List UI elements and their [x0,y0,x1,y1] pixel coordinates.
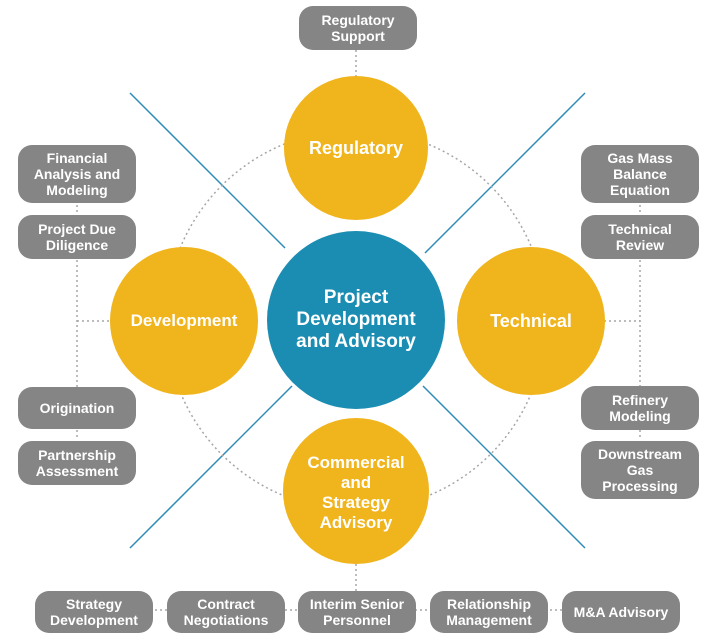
pill-origination[interactable]: Origination [18,387,136,429]
pill-strategy-development-line-2: Development [50,612,138,628]
pill-technical-review[interactable]: Technical Review [581,215,699,259]
pill-relationship-management[interactable]: Relationship Management [430,591,548,633]
pill-downstream-gas-line-1: Downstream [597,446,683,462]
pill-gas-mass-balance[interactable]: Gas Mass Balance Equation [581,145,699,203]
circle-commercial [283,418,429,564]
pill-gas-mass-balance-line-1: Gas Mass [607,150,673,166]
pill-gas-mass-balance-line-3: Equation [610,182,670,198]
pill-interim-senior-personnel[interactable]: Interim Senior Personnel [298,591,416,633]
pill-strategy-development[interactable]: Strategy Development [35,591,153,633]
pill-technical-review-line-1: Technical [608,221,672,237]
pill-refinery-modeling[interactable]: Refinery Modeling [581,386,699,430]
pill-project-due-diligence-line-2: Diligence [45,237,109,253]
circle-technical [457,247,605,395]
diagonal-line-bottom-right [422,385,586,549]
pill-strategy-development-line-1: Strategy [65,596,123,612]
pill-financial-analysis-line-1: Financial [46,150,108,166]
pill-relationship-management-line-2: Management [446,612,532,628]
pill-partnership-assessment[interactable]: Partnership Assessment [18,441,136,485]
pill-financial-analysis-line-2: Analysis and [33,166,121,182]
pill-origination-text: Origination [39,400,115,416]
pill-ma-advisory-text: M&A Advisory [573,604,669,620]
pill-project-due-diligence-line-1: Project Due [38,221,116,237]
pill-downstream-gas-line-2: Gas [626,462,654,478]
pill-partnership-assessment-line-1: Partnership [38,447,116,463]
diagonal-line-top-right [424,92,586,254]
pill-refinery-modeling-line-1: Refinery [611,392,669,408]
circle-development [110,247,258,395]
pill-partnership-assessment-line-2: Assessment [35,463,119,479]
pill-ma-advisory[interactable]: M&A Advisory [562,591,680,633]
pill-technical-review-line-2: Review [615,237,665,253]
pill-project-due-diligence[interactable]: Project Due Diligence [18,215,136,259]
pill-downstream-gas-line-3: Processing [602,478,678,494]
pill-contract-negotiations[interactable]: Contract Negotiations [167,591,285,633]
diagonal-line-top-left [129,92,286,249]
pill-interim-senior-personnel-line-1: Interim Senior [309,596,405,612]
pill-regulatory-support[interactable]: Regulatory Support [299,6,417,50]
pill-refinery-modeling-line-2: Modeling [609,408,671,424]
pill-interim-senior-personnel-line-2: Personnel [323,612,391,628]
circle-regulatory [284,76,428,220]
pill-financial-analysis[interactable]: Financial Analysis and Modeling [18,145,136,203]
pill-regulatory-support-line-1: Regulatory [321,12,395,28]
circle-center [267,231,445,409]
pill-contract-negotiations-line-1: Contract [197,596,255,612]
pill-contract-negotiations-line-2: Negotiations [183,612,269,628]
pill-downstream-gas[interactable]: Downstream Gas Processing [581,441,699,499]
pill-regulatory-support-line-2: Support [331,28,385,44]
pill-financial-analysis-line-3: Modeling [46,182,108,198]
pill-gas-mass-balance-line-2: Balance [613,166,667,182]
diagonal-line-bottom-left [129,385,293,549]
pill-relationship-management-line-1: Relationship [446,596,531,612]
